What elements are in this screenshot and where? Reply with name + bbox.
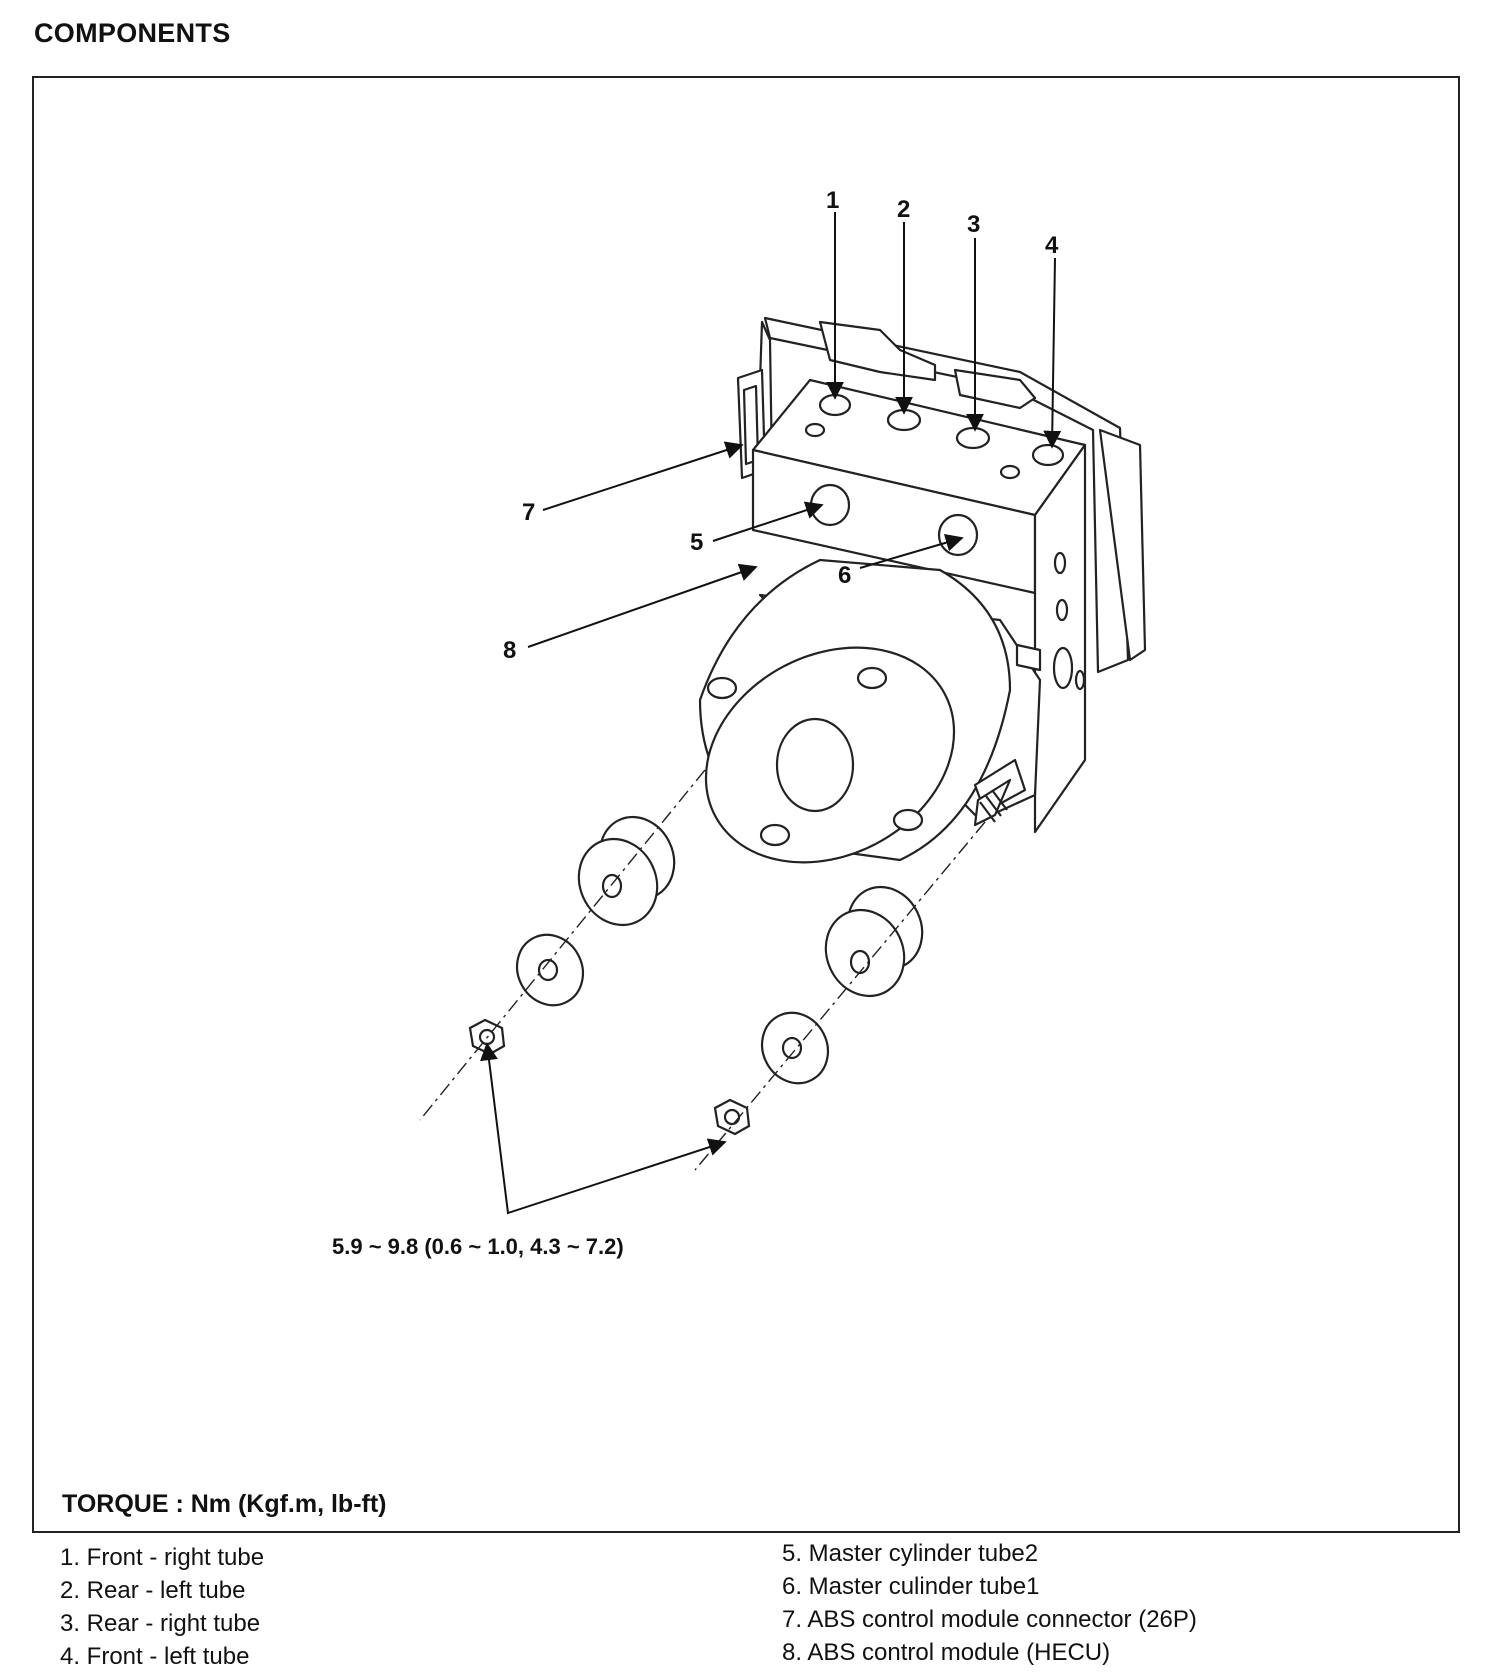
torque-unit-note: TORQUE : Nm (Kgf.m, lb-ft) — [62, 1490, 387, 1518]
callout-7: 7 — [522, 499, 535, 526]
legend-item-4: 4. Front - left tube — [60, 1643, 250, 1670]
legend-item-1: 1. Front - right tube — [60, 1544, 265, 1571]
legend-item-3: 3. Rear - right tube — [60, 1610, 261, 1637]
torque-spec: 5.9 ~ 9.8 (0.6 ~ 1.0, 4.3 ~ 7.2) — [332, 1234, 624, 1259]
legend-item-2: 2. Rear - left tube — [60, 1577, 246, 1604]
legend-item-7: 7. ABS control module connector (26P) — [782, 1606, 1197, 1633]
callout-5: 5 — [690, 529, 703, 556]
callout-8: 8 — [503, 637, 516, 664]
legend-item-8: 8. ABS control module (HECU) — [782, 1639, 1111, 1666]
page-title: COMPONENTS — [34, 18, 231, 48]
callout-3: 3 — [967, 211, 980, 238]
left-mount-parts — [468, 815, 676, 1056]
right-mount-parts — [713, 885, 924, 1136]
callout-6: 6 — [838, 562, 851, 589]
assembly-center-lines — [419, 769, 986, 1171]
callout-4: 4 — [1045, 232, 1059, 259]
legend-item-5: 5. Master cylinder tube2 — [782, 1540, 1039, 1567]
callout-1: 1 — [826, 187, 839, 214]
callout-2: 2 — [897, 196, 910, 223]
valve-block-side — [1033, 443, 1087, 834]
legend-item-6: 6. Master culinder tube1 — [782, 1573, 1040, 1600]
callout-leaders — [480, 212, 1062, 1215]
diagram-frame — [32, 76, 1460, 1533]
legend-right: 5. Master cylinder tube2 6. Master culin… — [782, 1537, 1197, 1669]
hecu-assembly-drawing — [698, 316, 1147, 864]
callout-numbers: 1 2 3 4 5 6 7 8 — [503, 187, 1059, 664]
legend-left: 1. Front - right tube 2. Rear - left tub… — [60, 1541, 264, 1673]
